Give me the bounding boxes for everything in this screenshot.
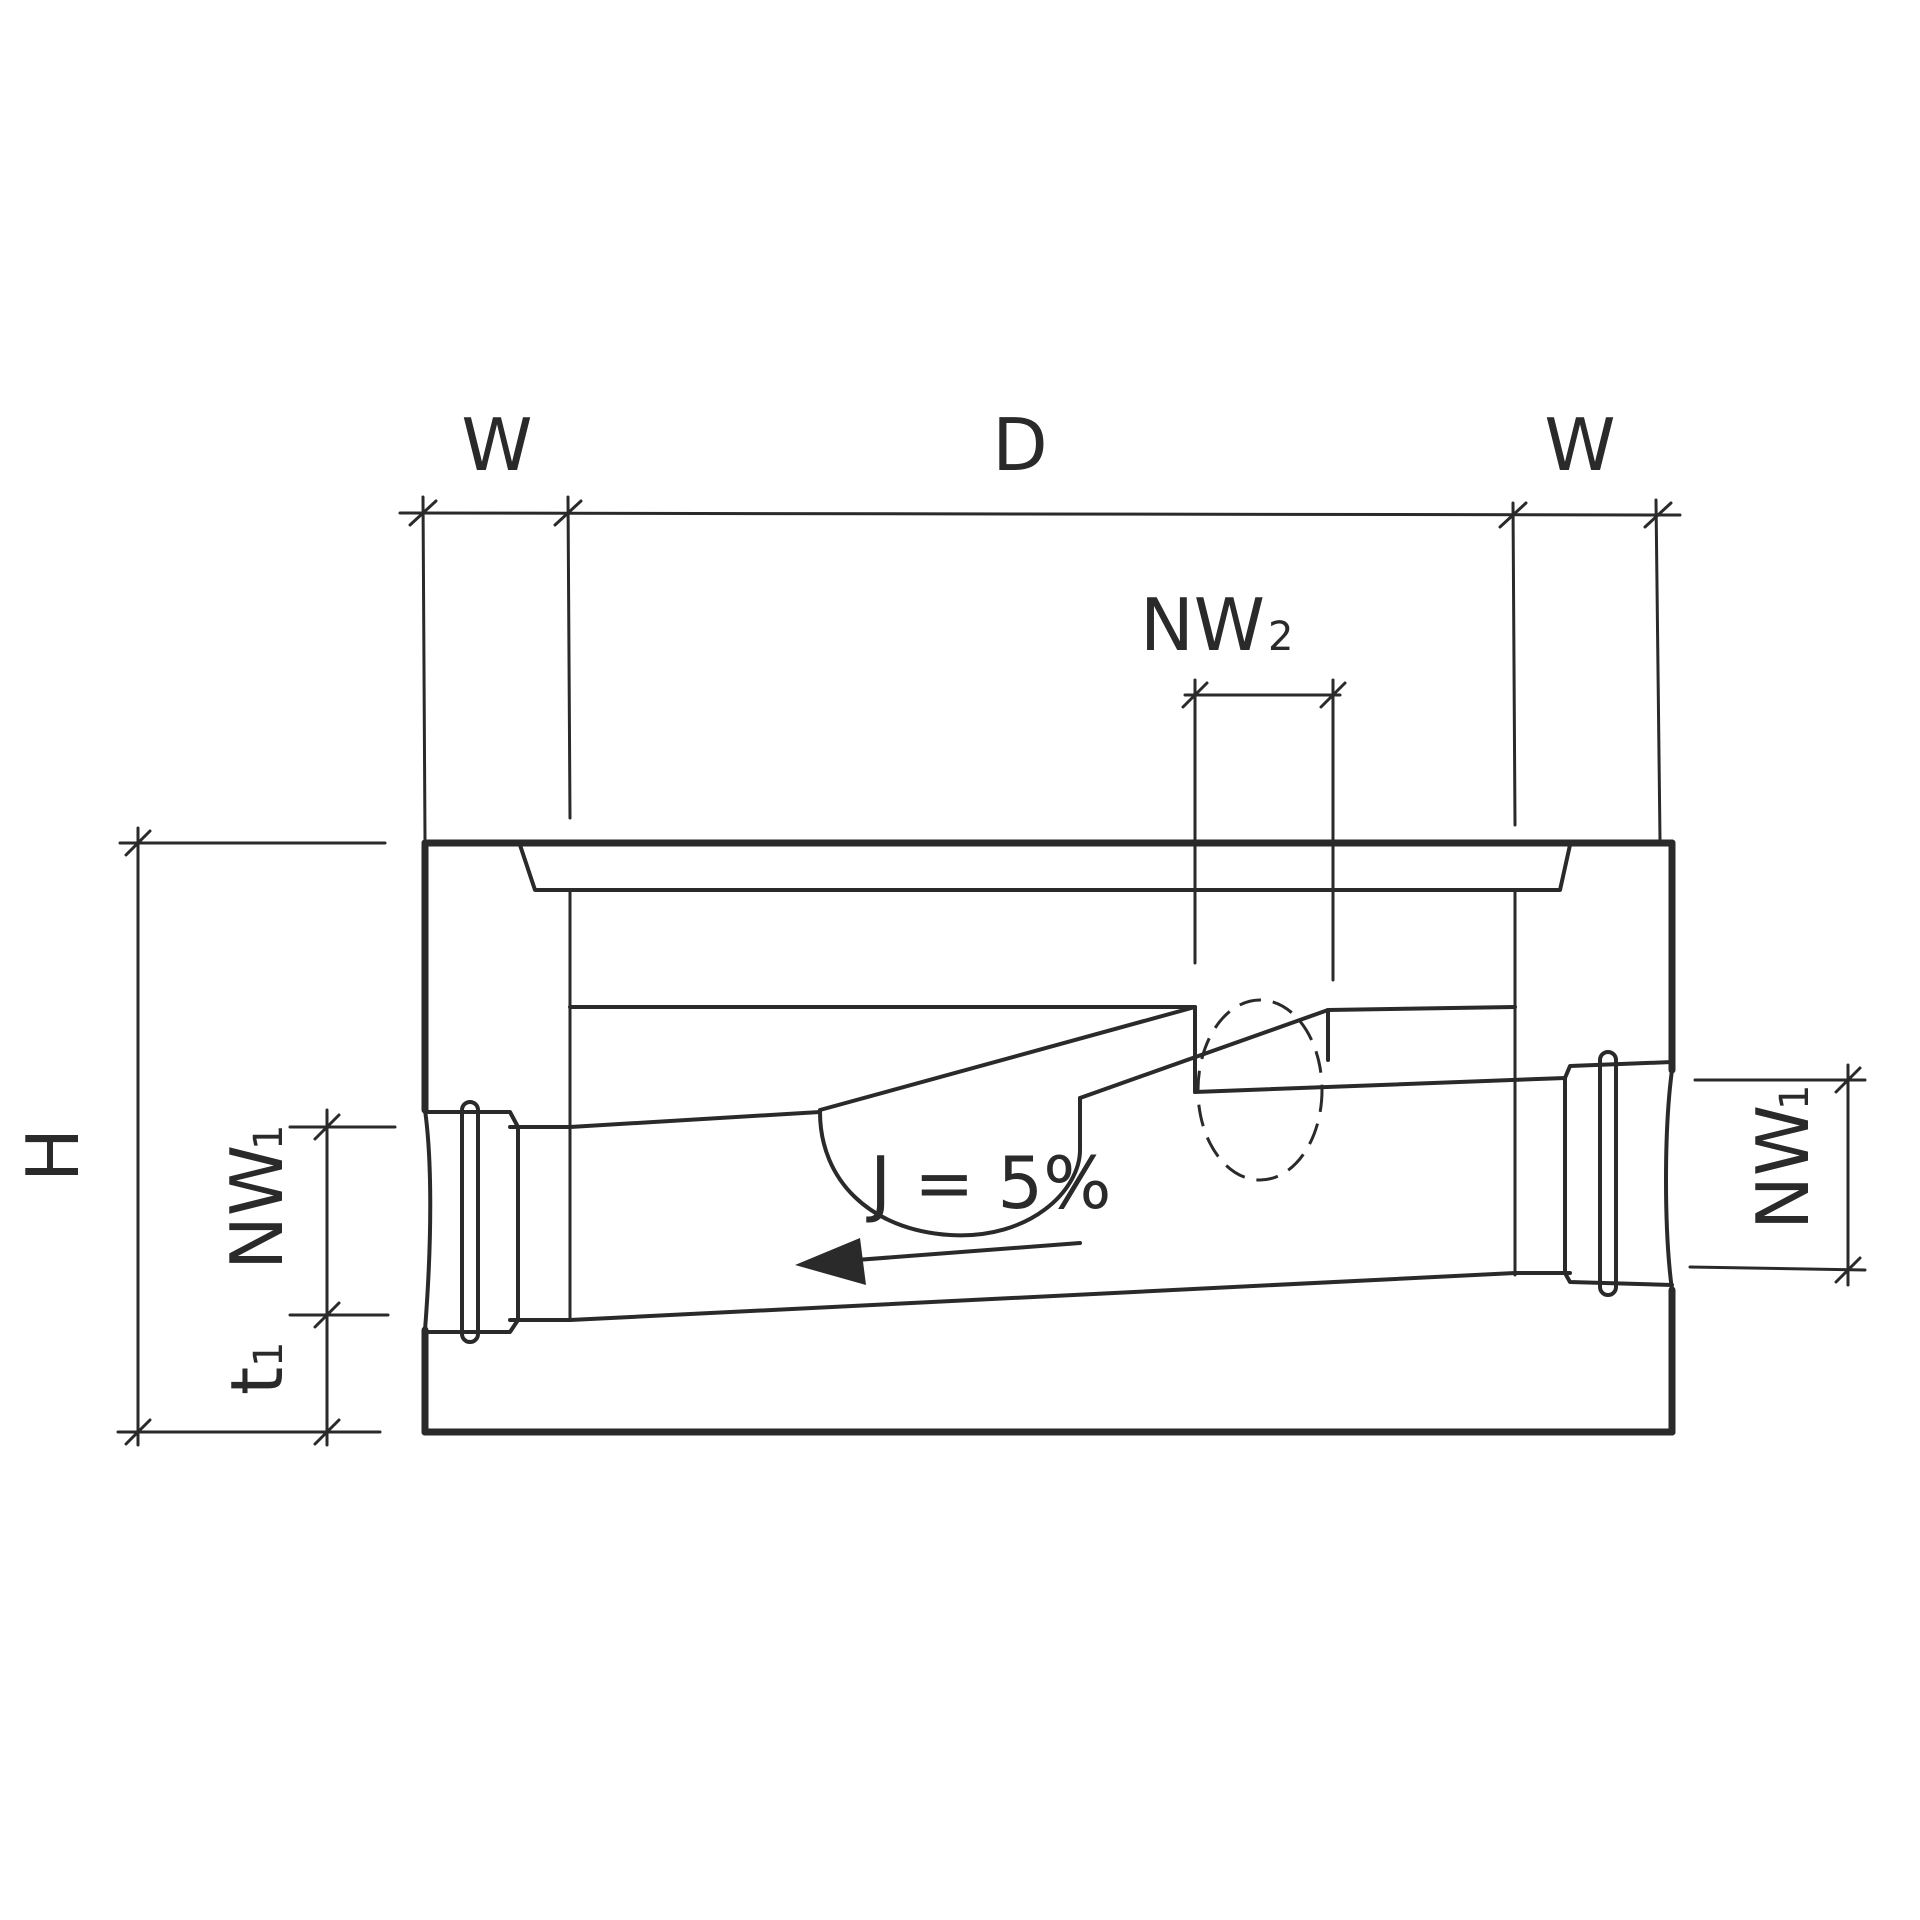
svg-text:NW: NW [1741, 1105, 1825, 1230]
svg-text:t: t [215, 1367, 299, 1395]
vertical-inlet [1196, 998, 1324, 1182]
label-nw2: NW 2 [1140, 583, 1294, 667]
label-t1: t 1 [215, 1342, 299, 1395]
label-d: D [992, 403, 1047, 487]
label-nw1-left: NW 1 [215, 1125, 299, 1270]
label-slope: J = 5% [866, 1141, 1112, 1225]
svg-text:1: 1 [246, 1125, 292, 1150]
inner-channel [508, 1005, 1572, 1322]
label-w-right: W [1544, 403, 1615, 487]
svg-text:NW: NW [215, 1145, 299, 1270]
svg-text:NW: NW [1140, 583, 1265, 667]
svg-text:2: 2 [1268, 614, 1293, 660]
left-socket [423, 1100, 520, 1344]
grate-frame [518, 843, 1572, 1322]
label-w-left: W [461, 403, 532, 487]
dimension-nw1-right [1688, 1063, 1867, 1287]
channel-body [421, 839, 1676, 1436]
label-h: H [11, 1128, 95, 1182]
right-socket [1563, 1050, 1674, 1297]
dimension-nw2 [1181, 678, 1347, 982]
label-nw1-right: NW 1 [1741, 1085, 1825, 1230]
dimension-width [398, 495, 1682, 842]
dimension-height [116, 826, 387, 1447]
svg-text:1: 1 [246, 1342, 292, 1367]
svg-text:1: 1 [1772, 1085, 1818, 1110]
dimension-nw1-left [288, 1108, 397, 1447]
arrow-left-icon [795, 1238, 1082, 1285]
